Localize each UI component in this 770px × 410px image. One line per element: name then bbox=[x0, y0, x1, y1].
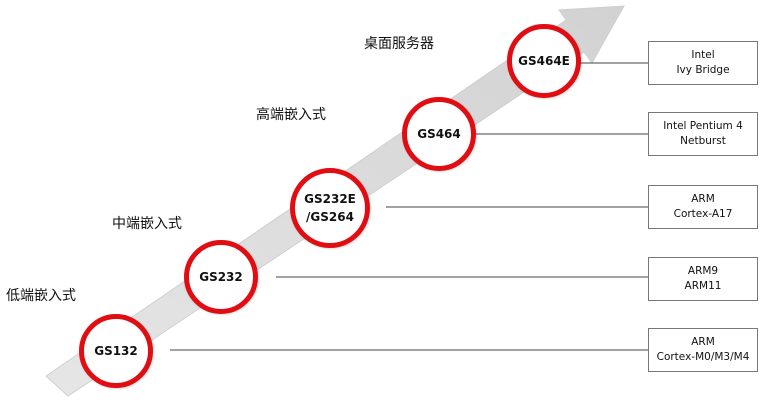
node-gs464e: GS464E bbox=[507, 24, 581, 98]
arch-box-line: Netburst bbox=[680, 135, 726, 147]
arch-box-line: Intel Pentium 4 bbox=[663, 120, 743, 132]
tier-label-mid-end-embedded: 中端嵌入式 bbox=[112, 216, 182, 232]
node-gs232e-gs264: GS232E /GS264 bbox=[290, 168, 370, 248]
arch-box-intel-netburst: Intel Pentium 4 Netburst bbox=[648, 112, 758, 156]
arch-box-line: Cortex-M0/M3/M4 bbox=[656, 351, 750, 363]
arch-box-line: ARM bbox=[691, 193, 715, 205]
arch-box-arm-cortex-m: ARM Cortex-M0/M3/M4 bbox=[648, 328, 758, 372]
arch-box-line: Cortex-A17 bbox=[673, 208, 733, 220]
arch-box-arm9-arm11: ARM9 ARM11 bbox=[648, 257, 758, 301]
arch-box-arm-cortex-a17: ARM Cortex-A17 bbox=[648, 185, 758, 229]
tier-label-desktop-server: 桌面服务器 bbox=[364, 36, 434, 52]
arch-box-line: ARM11 bbox=[684, 280, 722, 292]
node-gs264-label: /GS264 bbox=[306, 210, 354, 224]
node-gs232-label: GS232 bbox=[199, 270, 243, 284]
arch-box-intel-ivy-bridge: Intel Ivy Bridge bbox=[648, 41, 758, 85]
arch-box-line: Ivy Bridge bbox=[676, 64, 730, 76]
node-gs464: GS464 bbox=[402, 97, 476, 171]
tier-label-high-end-embedded: 高端嵌入式 bbox=[256, 107, 326, 123]
node-gs132: GS132 bbox=[79, 314, 153, 388]
node-gs232e-label: GS232E bbox=[304, 192, 356, 206]
arch-box-line: ARM bbox=[691, 336, 715, 348]
node-gs232: GS232 bbox=[184, 240, 258, 314]
node-gs464e-label: GS464E bbox=[518, 54, 570, 68]
arch-box-line: ARM9 bbox=[687, 265, 719, 277]
node-gs132-label: GS132 bbox=[94, 344, 138, 358]
node-gs464-label: GS464 bbox=[417, 127, 461, 141]
arch-box-line: Intel bbox=[691, 49, 715, 61]
tier-label-low-end-embedded: 低端嵌入式 bbox=[6, 288, 76, 304]
